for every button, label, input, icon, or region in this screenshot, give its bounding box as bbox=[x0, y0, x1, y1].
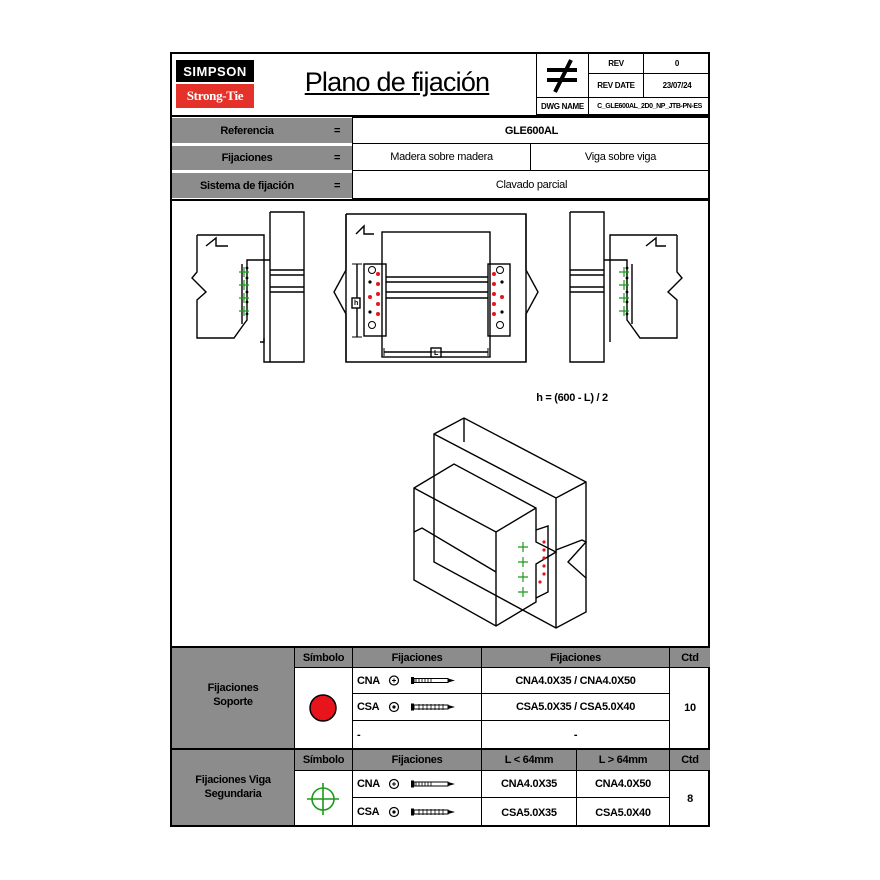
dwg-name-label: DWG NAME bbox=[536, 97, 588, 115]
soporte-row-3-spec: - bbox=[481, 720, 670, 749]
soporte-row-1-type-cell: CNA bbox=[352, 667, 482, 694]
technical-drawing bbox=[191, 211, 683, 629]
viga-col-gt: L > 64mm bbox=[576, 750, 669, 771]
soporte-section-cell bbox=[172, 648, 294, 748]
fijaciones-label-text: Fijaciones bbox=[221, 152, 273, 164]
ring-nail-icon bbox=[388, 675, 455, 686]
viga-col-ctd: Ctd bbox=[669, 750, 710, 771]
soporte-col-fij1: Fijaciones bbox=[352, 648, 481, 668]
soporte-row-3-type: - bbox=[357, 728, 361, 741]
left-side-view bbox=[191, 211, 305, 363]
drawing-sheet: SIMPSON Strong-Tie Plano de fijación REV… bbox=[170, 52, 710, 827]
soporte-col-fij2: Fijaciones bbox=[481, 648, 669, 668]
viga-col-lt: L < 64mm bbox=[481, 750, 576, 771]
fijaciones-eq: = bbox=[322, 146, 352, 170]
viga-row-1-gt: CNA4.0X50 bbox=[576, 770, 670, 798]
viga-section-cell bbox=[172, 750, 294, 825]
viga-row-1-lt: CNA4.0X35 bbox=[481, 770, 577, 798]
viga-symbol-cell bbox=[294, 770, 353, 827]
isometric-view bbox=[413, 417, 588, 629]
brand-logo: SIMPSON Strong-Tie bbox=[176, 60, 254, 108]
sistema-label-text: Sistema de fijación bbox=[200, 179, 294, 192]
viga-row-2-type: CSA bbox=[357, 806, 380, 818]
fijaciones-value-1: Madera sobre madera bbox=[352, 143, 531, 171]
fijaciones-label: Fijaciones bbox=[172, 146, 322, 170]
referencia-value: GLE600AL bbox=[352, 117, 710, 144]
not-equal-symbol-box bbox=[536, 54, 588, 98]
soporte-row-2-type-cell: CSA bbox=[352, 693, 482, 721]
sistema-label: Sistema de fijación bbox=[172, 173, 322, 198]
viga-col-symbol: Símbolo bbox=[294, 750, 352, 771]
brand-line2: Strong-Tie bbox=[176, 84, 254, 108]
nail-dots-drawing bbox=[239, 266, 629, 597]
red-dot-symbol-icon bbox=[309, 694, 337, 722]
green-crosshair-symbol-icon bbox=[307, 783, 339, 815]
dim-l-label: L bbox=[434, 349, 438, 357]
referencia-label-text: Referencia bbox=[220, 124, 274, 137]
page-title: Plano de fijación bbox=[302, 64, 492, 100]
rev-value: 0 bbox=[643, 54, 710, 74]
rev-label: REV bbox=[588, 54, 644, 74]
soporte-symbol-cell bbox=[294, 667, 353, 749]
soporte-row-1-spec: CNA4.0X35 / CNA4.0X50 bbox=[481, 667, 670, 694]
soporte-row-3-type-cell: - bbox=[352, 720, 482, 749]
soporte-row-2-type: CSA bbox=[357, 701, 380, 713]
front-view bbox=[333, 213, 539, 363]
not-equal-icon bbox=[547, 59, 577, 93]
soporte-section-label: Fijaciones Soporte bbox=[207, 682, 259, 708]
screw-icon bbox=[388, 701, 455, 713]
referencia-eq: = bbox=[322, 118, 352, 143]
soporte-qty: 10 bbox=[669, 667, 710, 749]
soporte-col-symbol: Símbolo bbox=[294, 648, 352, 668]
rev-date-label: REV DATE bbox=[588, 73, 644, 98]
viga-qty: 8 bbox=[669, 770, 710, 827]
fijaciones-value-2: Viga sobre viga bbox=[530, 143, 710, 171]
referencia-label: Referencia bbox=[172, 118, 322, 143]
soporte-col-ctd: Ctd bbox=[669, 648, 710, 668]
viga-row-2-gt: CSA5.0X40 bbox=[576, 797, 670, 827]
ring-nail-icon bbox=[388, 778, 455, 790]
dwg-name-value: C_GLE600AL_2D0_NP_JTB-PN-ES bbox=[588, 97, 710, 115]
rev-date-value: 23/07/24 bbox=[643, 73, 710, 98]
formula-text: h = (600 - L) / 2 bbox=[536, 392, 608, 404]
brand-line1: SIMPSON bbox=[176, 60, 254, 82]
viga-section-label: Fijaciones Viga Segundaria bbox=[195, 774, 271, 800]
dim-h-label: h bbox=[354, 299, 358, 307]
page-title-text: Plano de fijación bbox=[304, 66, 490, 97]
viga-row-1-type-cell: CNA bbox=[352, 770, 482, 798]
viga-row-2-lt: CSA5.0X35 bbox=[481, 797, 577, 827]
sistema-value: Clavado parcial bbox=[352, 170, 710, 199]
viga-row-1-type: CNA bbox=[357, 778, 380, 790]
sistema-eq: = bbox=[322, 173, 352, 198]
right-side-view bbox=[569, 211, 683, 363]
soporte-row-2-spec: CSA5.0X35 / CSA5.0X40 bbox=[481, 693, 670, 721]
viga-row-2-type-cell: CSA bbox=[352, 797, 482, 827]
screw-icon bbox=[388, 806, 455, 818]
soporte-row-1-type: CNA bbox=[357, 674, 380, 687]
viga-col-fij: Fijaciones bbox=[352, 750, 481, 771]
